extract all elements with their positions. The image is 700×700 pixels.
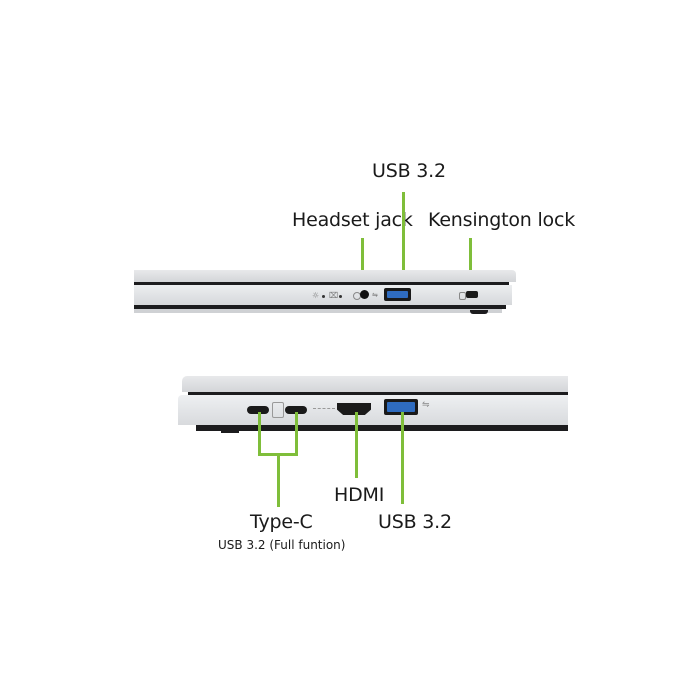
lid — [182, 376, 568, 392]
type-c-port-2 — [285, 406, 307, 414]
base-bottom — [134, 309, 502, 313]
callout-line-kensington — [469, 238, 472, 298]
led-dot — [339, 295, 342, 298]
battery-led-icon: ⌧ — [329, 291, 339, 300]
label-kensington-lock: Kensington lock — [428, 209, 576, 231]
label-type-c: Type-C — [250, 511, 313, 533]
laptop-left-side: ⇋ — [176, 376, 568, 436]
hdmi-port — [337, 403, 371, 415]
headset-jack-port — [360, 290, 369, 299]
callout-line-usb-bottom — [401, 412, 404, 504]
label-usb-top: USB 3.2 — [372, 160, 446, 182]
lock-icon — [459, 292, 466, 300]
type-c-port-1 — [247, 406, 269, 414]
label-usb-bottom: USB 3.2 — [378, 511, 452, 533]
label-hdmi: HDMI — [334, 484, 385, 506]
label-type-c-sub: USB 3.2 (Full funtion) — [218, 538, 346, 552]
kensington-lock-slot — [466, 291, 478, 298]
callout-line-typec-stem — [277, 453, 280, 507]
base-bottom-stripe — [196, 425, 568, 431]
laptop-right-side: ☼ ⌧ ⇋ — [134, 270, 524, 322]
label-headset-jack: Headset jack — [292, 209, 413, 231]
usb-icon: ⇋ — [422, 400, 430, 410]
foot — [221, 430, 239, 433]
hdmi-icon — [313, 408, 335, 411]
callout-line-typec-2 — [295, 412, 298, 456]
callout-line-usb-top — [402, 192, 405, 299]
lid-gap — [134, 282, 509, 285]
usb-a-port-bottom — [384, 399, 418, 415]
lid-gap — [188, 392, 568, 395]
usb-a-port-top — [384, 288, 411, 301]
callout-line-typec-1 — [258, 412, 261, 456]
base — [178, 395, 568, 425]
lid — [134, 270, 516, 282]
power-led-icon: ☼ — [312, 291, 320, 300]
callout-line-headset — [361, 238, 364, 298]
usb-icon: ⇋ — [372, 291, 378, 299]
led-dot — [322, 295, 325, 298]
base-bottom-stripe — [134, 305, 506, 309]
foot — [470, 310, 488, 314]
dp-icon — [272, 402, 284, 418]
callout-line-hdmi — [355, 412, 358, 478]
